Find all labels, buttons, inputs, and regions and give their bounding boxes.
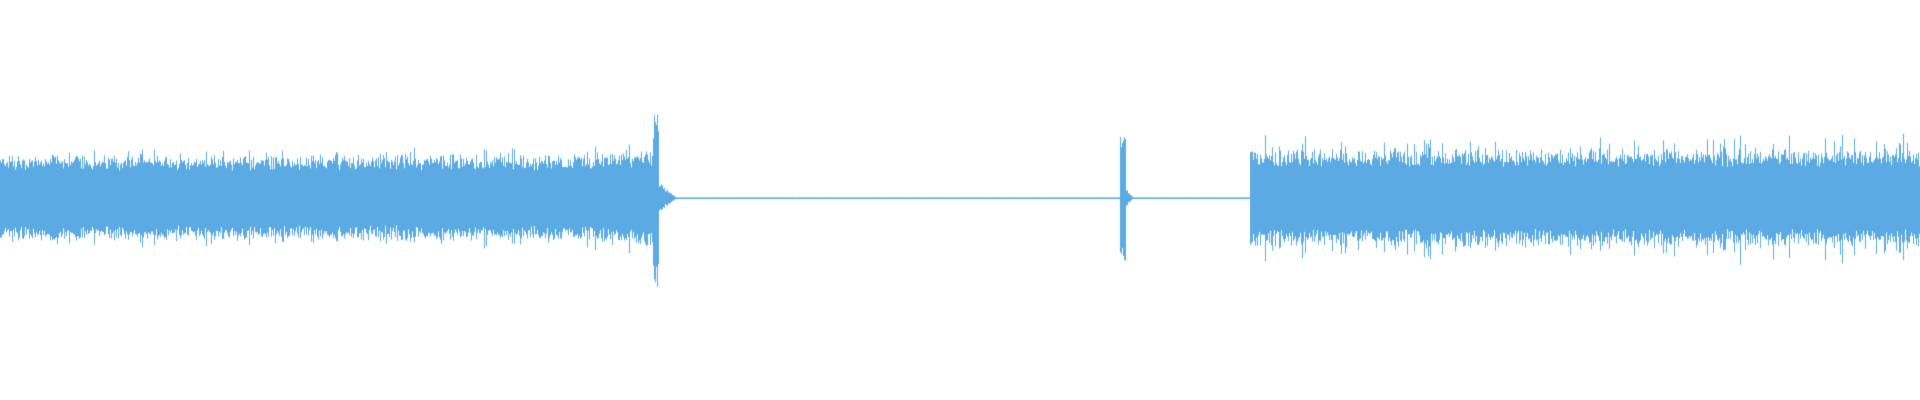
audio-waveform-panel[interactable] [0, 0, 1920, 400]
audio-waveform-canvas[interactable] [0, 0, 1920, 400]
